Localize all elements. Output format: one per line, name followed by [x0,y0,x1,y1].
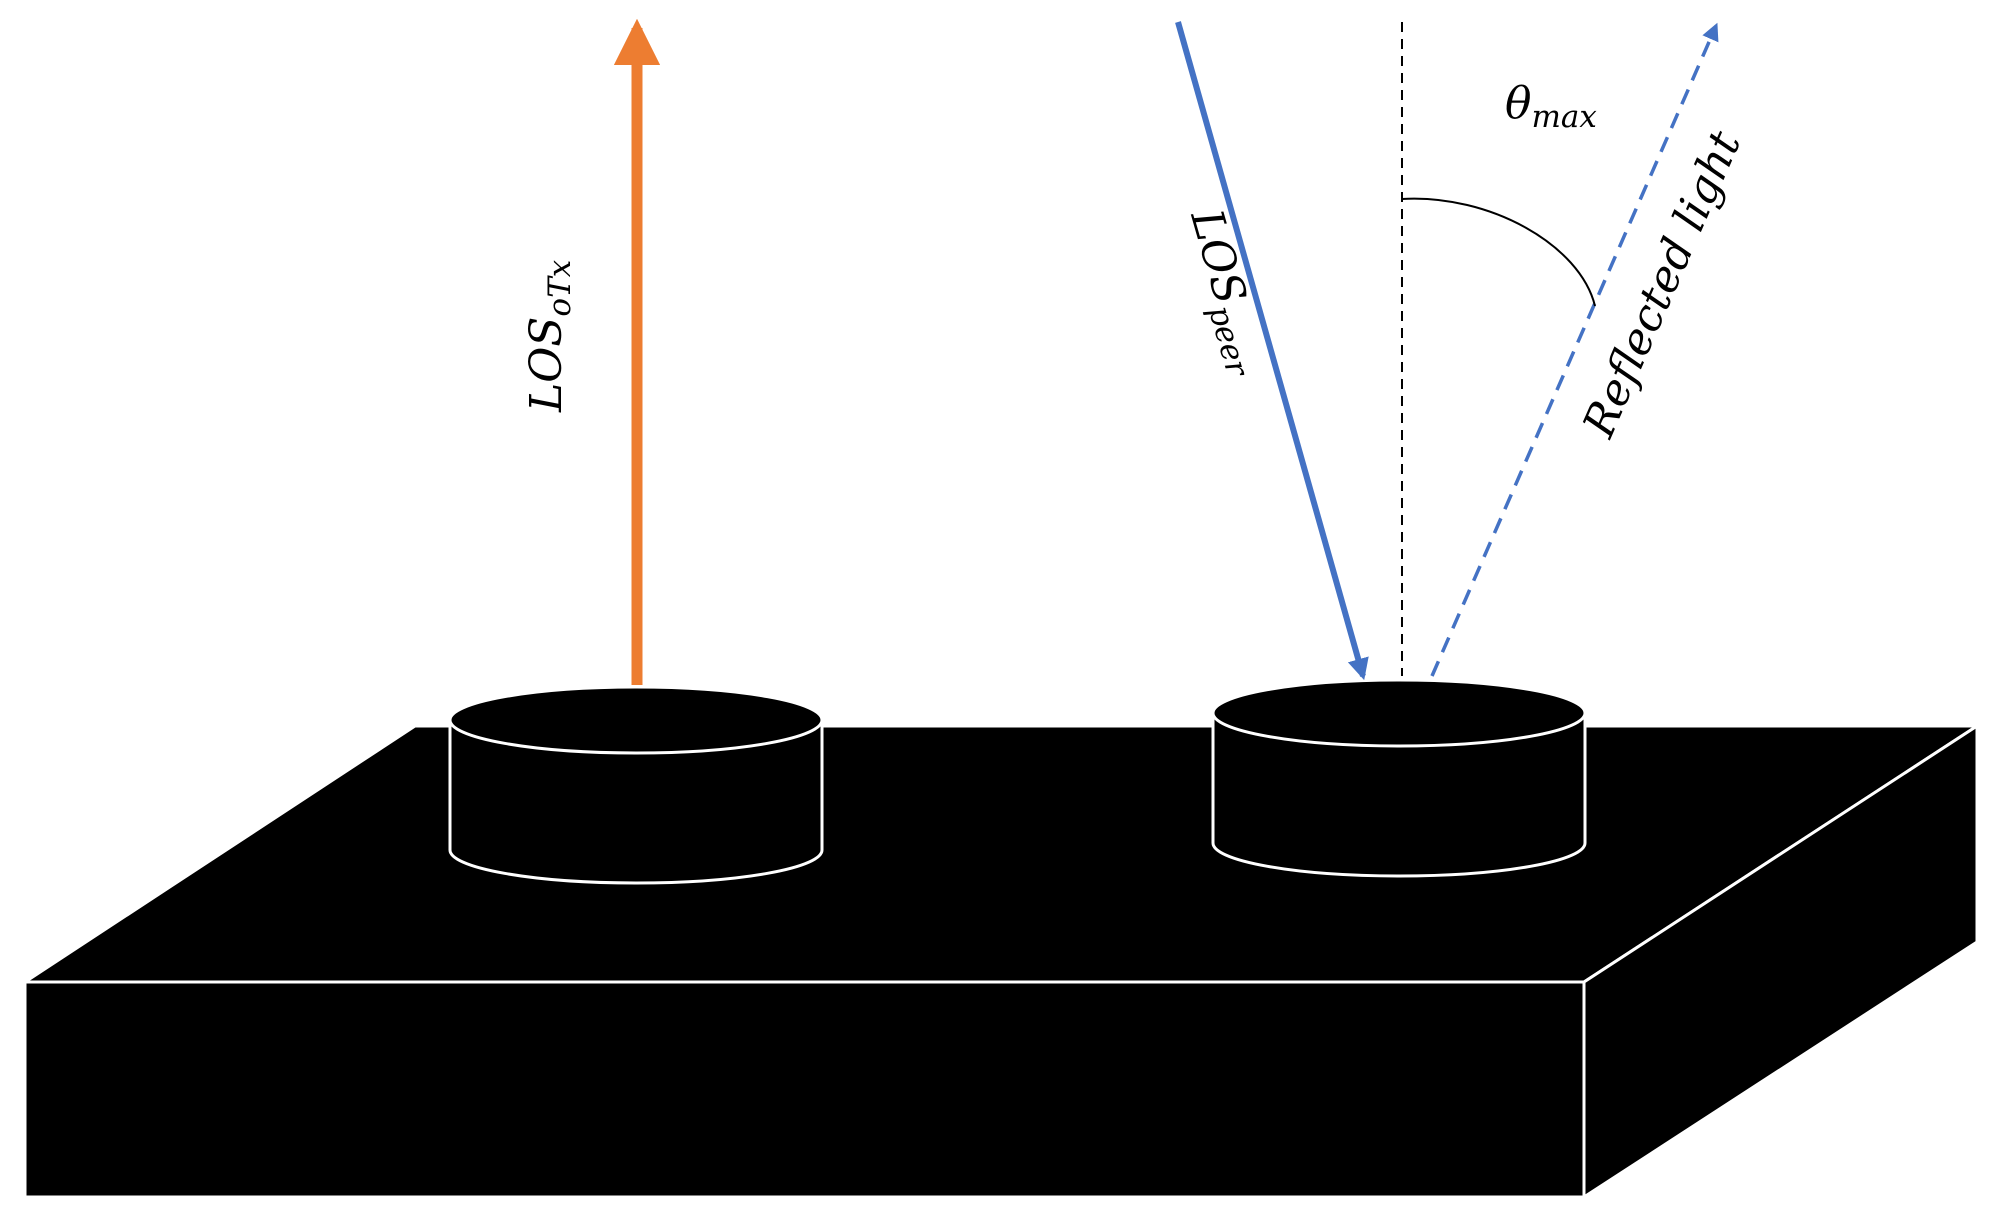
device-board [23,724,1979,1199]
los-peer-arrow [1175,21,1369,681]
otx-cylinder-top [448,685,824,755]
svg-text:LOSpeer: LOSpeer [1174,203,1276,382]
los-otx-label-sub: oTx [542,259,578,316]
board-side-face [1582,724,1979,1199]
los-otx-label: LOSoTx [521,259,578,413]
reflected-light-arrow [1430,22,1719,677]
svg-text:LOSoTx: LOSoTx [521,259,578,413]
otx-cylinder-body [448,718,824,885]
board-front-face [23,980,1586,1199]
theta-max-label-main: θ [1505,78,1532,129]
los-peer-label-sub: peer [1201,302,1256,383]
los-peer-label-main: LOS [1180,203,1256,310]
otx-optical-transmitter [448,685,824,885]
receiver-cylinder-body [1211,711,1587,878]
theta-max-label-sub: max [1532,99,1598,135]
theta-max-arc [1401,197,1596,307]
receiver-cylinder-top [1211,678,1587,748]
optical-receiver [1211,678,1587,878]
los-otx-label-main: LOS [521,317,572,413]
theta-max-label: θmax [1505,78,1597,135]
reflected-light-label: Reflected light [1573,124,1751,446]
los-peer-label: LOSpeer [1174,203,1276,382]
